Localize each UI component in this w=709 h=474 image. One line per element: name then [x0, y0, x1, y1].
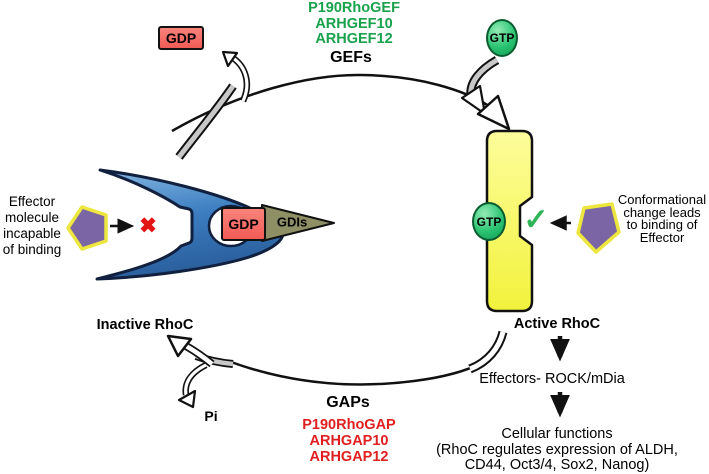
gdp-release-arrowhead [221, 50, 239, 68]
gtp-bound-label: GTP [476, 214, 502, 229]
gdp-bound-badge: GDP [221, 207, 266, 241]
cellular-functions-note: Cellular functions (RhoC regulates expre… [436, 426, 678, 474]
gefs-label: GEFs [330, 49, 372, 66]
checkmark-icon: ✓ [523, 203, 549, 237]
gap-enzyme: P190RhoGAP [302, 417, 396, 433]
pi-release-arrowhead [177, 389, 197, 409]
gap-enzyme: ARHGAP10 [309, 433, 389, 449]
inactive-rhoc-label: Inactive RhoC [96, 317, 194, 333]
effector-pentagon-right [576, 202, 621, 254]
active-rhoc-label: Active RhoC [513, 316, 601, 332]
gap-enzyme: ARHGAP12 [309, 449, 389, 465]
gap-enzyme-list: P190RhoGAP ARHGAP10 ARHGAP12 [302, 417, 395, 465]
effector-binding-note: Conformational change leads to binding o… [617, 192, 707, 245]
cross-icon: ✖ [139, 214, 157, 238]
gdp-released-badge: GDP [158, 26, 204, 50]
gtp-bound-badge: GTP [472, 202, 506, 241]
gdp-bound-label: GDP [228, 216, 259, 232]
gef-enzyme-list: P190RhoGEF ARHGEF10 ARHGEF12 [308, 0, 400, 48]
effector-blocked-note: Effector molecule incapable of binding [2, 194, 62, 257]
effectors-label: Effectors- ROCK/mDia [479, 371, 625, 388]
gtp-free-badge: GTP [486, 19, 518, 57]
gef-enzyme: ARHGEF12 [315, 31, 393, 47]
gtp-free-label: GTP [489, 31, 515, 45]
inactivation-arrowhead [166, 334, 193, 358]
pi-label: Pi [204, 408, 218, 424]
gef-activation-arc [171, 50, 511, 160]
effector-pentagon-left [66, 205, 108, 251]
gdp-released-label: GDP [165, 30, 197, 46]
activation-arrowhead [476, 94, 511, 131]
gaps-label: GAPs [326, 394, 370, 411]
active-rhoc-shape [485, 129, 534, 313]
gap-inactivation-arc [166, 330, 508, 409]
gdi-label: GDIs [276, 214, 308, 230]
gef-enzyme: P190RhoGEF [308, 0, 400, 16]
gtp-load-arrowhead [460, 84, 487, 116]
gef-enzyme: ARHGEF10 [315, 15, 393, 32]
